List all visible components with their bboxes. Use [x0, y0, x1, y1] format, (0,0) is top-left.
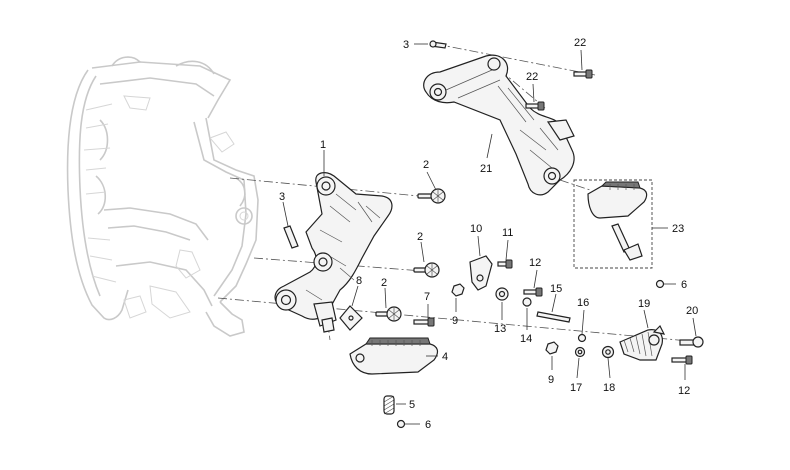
bushing-part-14: [522, 297, 532, 307]
callout-17: 17: [570, 382, 582, 394]
callout-5: 5: [409, 399, 415, 411]
callout-9-upper: 9: [452, 315, 458, 327]
callout-7: 7: [424, 291, 430, 303]
callout-6-bottom: 6: [425, 419, 431, 431]
clip-part-6-right: [655, 279, 665, 289]
bolt-part-7: [413, 317, 435, 327]
callout-6-right: 6: [681, 279, 687, 291]
washer-part-17: [574, 346, 586, 358]
callout-22-lower: 22: [526, 71, 538, 83]
callout-19: 19: [638, 298, 650, 310]
rod-part-15: [536, 311, 571, 323]
callout-2-lower: 2: [381, 277, 387, 289]
callout-3-top: 3: [403, 39, 409, 51]
bolt-part-11: [497, 259, 513, 269]
spring-part-5: [383, 395, 395, 415]
callout-23: 23: [672, 223, 684, 235]
lever-bracket-part-10: [469, 255, 493, 291]
callout-4: 4: [442, 351, 448, 363]
callout-10: 10: [470, 223, 482, 235]
callout-8: 8: [356, 275, 362, 287]
main-hanger-part-1: [274, 172, 393, 333]
callout-3-left: 3: [279, 191, 285, 203]
pin-part-3-top: [429, 40, 447, 49]
callout-13: 13: [494, 323, 506, 335]
rear-footpeg-part-23: [573, 179, 653, 269]
plate-part-8: [339, 305, 363, 331]
adjuster-part-20: [679, 336, 704, 348]
callout-12-lower: 12: [678, 385, 690, 397]
damper-part-2-upper: [417, 188, 446, 204]
pin-part-3-left: [283, 225, 299, 249]
callout-22-upper: 22: [574, 37, 586, 49]
footpeg-part-4: [349, 337, 439, 375]
nut-part-9-lower: [545, 341, 559, 355]
callout-18: 18: [603, 382, 615, 394]
callout-12-upper: 12: [529, 257, 541, 269]
leader-lines: [282, 43, 697, 425]
bolt-part-22-lower: [525, 101, 545, 111]
nut-part-9-upper: [451, 283, 465, 297]
bushing-part-18: [601, 345, 615, 359]
upper-bracket-part-21: [423, 54, 575, 196]
bolt-part-12-upper: [523, 287, 543, 297]
callout-15: 15: [550, 283, 562, 295]
callout-14: 14: [520, 333, 532, 345]
lever-part-19: [619, 324, 666, 361]
bolt-part-22-upper: [573, 69, 593, 79]
clip-part-6-bottom: [396, 419, 406, 429]
bolt-part-12-lower: [671, 355, 693, 365]
callout-16: 16: [577, 297, 589, 309]
callout-2-middle: 2: [417, 231, 423, 243]
damper-part-2-lower: [375, 306, 402, 322]
callout-2-upper: 2: [423, 159, 429, 171]
washer-part-13: [495, 287, 509, 301]
callout-11: 11: [502, 227, 513, 239]
callout-9-lower: 9: [548, 374, 554, 386]
callout-20: 20: [686, 305, 698, 317]
callout-1: 1: [320, 139, 326, 151]
callout-labels: 1 2 2 2 3 3 4 5 6 6 7 8 9 9 10 11 12 12 …: [279, 37, 698, 431]
motorcycle-frame-outline: [66, 56, 259, 337]
washer-part-16: [577, 333, 587, 343]
callout-21: 21: [480, 163, 492, 175]
damper-part-2-middle: [413, 262, 440, 278]
